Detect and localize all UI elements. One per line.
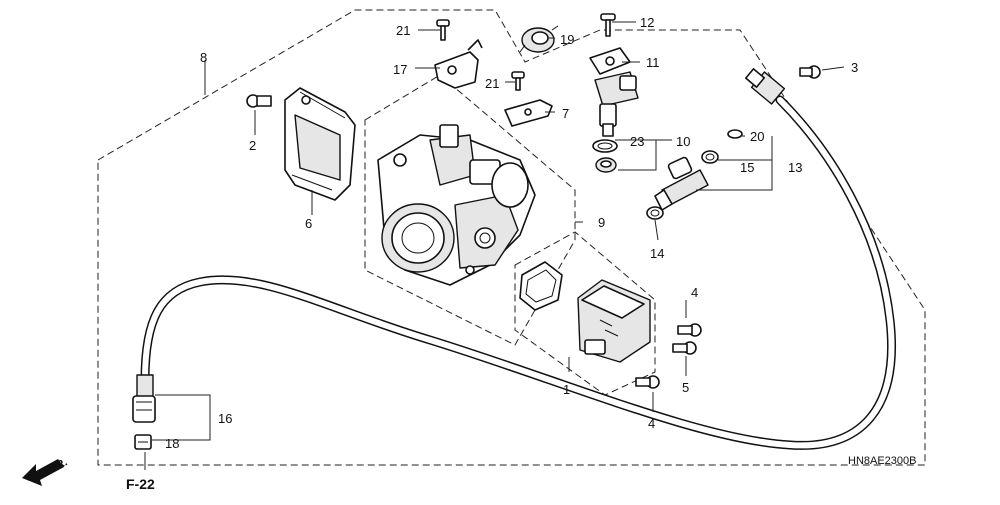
part-19 (519, 25, 559, 53)
clip-part-15 (701, 150, 719, 164)
callout-2: 2 (249, 138, 256, 153)
callout-10: 10 (676, 134, 690, 149)
sensor-part-1 (577, 279, 651, 363)
callout-13: 13 (788, 160, 802, 175)
plate-part-7 (504, 99, 553, 127)
front-direction-label: FR. (48, 456, 69, 474)
outline-sensor-1 (514, 231, 656, 396)
fuel-hose-inner (142, 97, 895, 449)
bolt-part-2 (246, 94, 272, 108)
callout-12: 12 (640, 15, 654, 30)
injector-part-13 (654, 156, 709, 211)
callout-19: 19 (560, 32, 574, 47)
callout-7: 7 (562, 106, 569, 121)
callout-11: 11 (646, 55, 660, 70)
hose-end-fitting-upper (744, 68, 786, 105)
bolt-part-4b (635, 375, 660, 389)
reference-label: F-22 (126, 476, 155, 492)
hose-clip-18 (134, 434, 152, 450)
seal-part-23b (595, 157, 617, 173)
bracket-part-11 (589, 47, 631, 75)
screw-part-12 (600, 13, 616, 37)
bolt-part-3 (799, 65, 821, 79)
gasket (519, 261, 563, 311)
callout-5: 5 (682, 380, 689, 395)
callout-15: 15 (740, 160, 754, 175)
leader-lines (144, 21, 845, 470)
callout-6: 6 (305, 216, 312, 231)
bolt-part-4a (677, 323, 702, 337)
callout-4a: 4 (691, 285, 698, 300)
diagram-code: HN8AE2300B (848, 455, 917, 467)
callout-23: 23 (630, 134, 644, 149)
callout-14: 14 (650, 246, 664, 261)
screw-part-21b (511, 71, 525, 91)
sensor-part-10 (594, 71, 639, 137)
callout-16: 16 (218, 411, 232, 426)
o-ring-part-23 (592, 139, 618, 153)
callout-8: 8 (200, 50, 207, 65)
fuel-hose (140, 95, 896, 450)
bracket-part-17 (434, 39, 483, 89)
callout-20: 20 (750, 129, 764, 144)
callout-9: 9 (598, 215, 605, 230)
screw-part-21a (436, 19, 450, 41)
o-ring-part-20 (727, 129, 743, 139)
front-arrow-icon (22, 459, 64, 486)
callout-3: 3 (851, 60, 858, 75)
cover-part-6 (284, 87, 356, 201)
callout-21b: 21 (485, 76, 499, 91)
hose-end-fitting-lower (132, 374, 156, 423)
callout-4b: 4 (648, 416, 655, 431)
callout-labels: 1 2 3 4 4 5 6 7 8 9 10 11 12 13 14 15 16… (165, 15, 858, 451)
callout-18: 18 (165, 436, 179, 451)
callout-17: 17 (393, 62, 407, 77)
bolt-part-5 (672, 341, 697, 355)
o-ring-part-14 (646, 206, 664, 220)
callout-21a: 21 (396, 23, 410, 38)
callout-1: 1 (563, 382, 570, 397)
outline-assembly-8 (97, 9, 926, 466)
throttle-body (377, 124, 536, 286)
outline-throttle-body-9 (364, 74, 576, 346)
